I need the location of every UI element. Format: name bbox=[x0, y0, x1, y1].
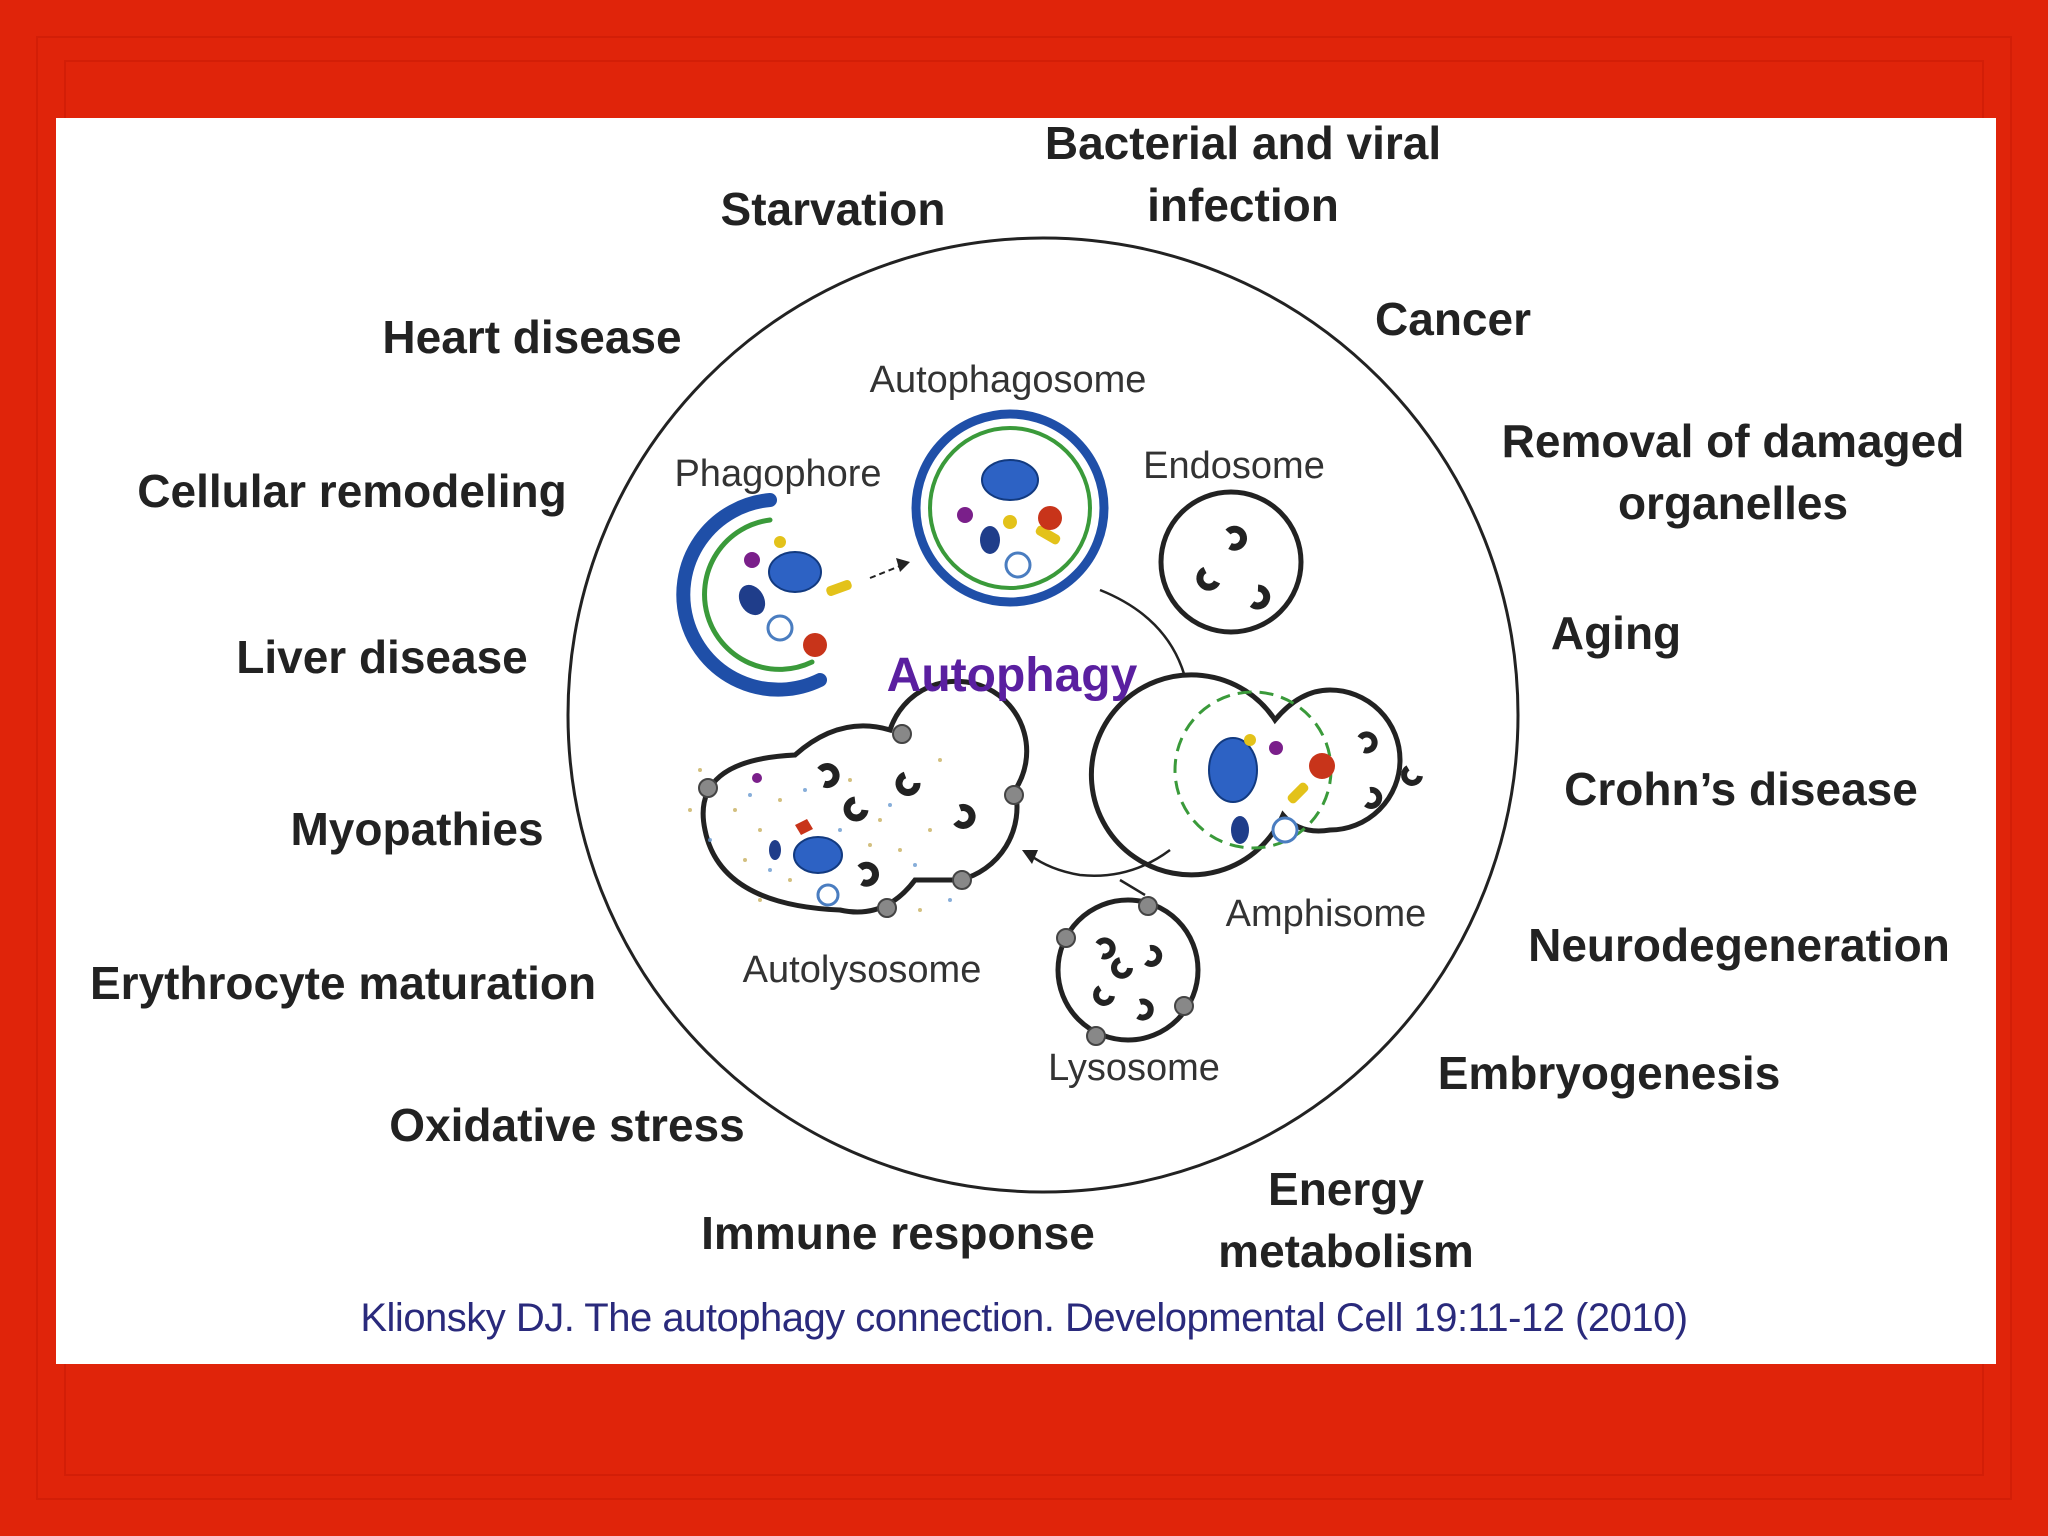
label-removal-organelles: Removal of damaged organelles bbox=[1501, 415, 1965, 529]
autophagy-circle bbox=[566, 236, 1520, 1194]
label-cellular-remodeling: Cellular remodeling bbox=[137, 465, 567, 517]
endosome-shape bbox=[1158, 489, 1304, 635]
amphisome-label: Amphisome bbox=[1225, 893, 1427, 935]
label-starvation: Starvation bbox=[720, 183, 946, 235]
endosome-label: Endosome bbox=[1143, 445, 1325, 487]
label-cancer: Cancer bbox=[1375, 293, 1531, 345]
amphisome-shape bbox=[1088, 672, 1423, 878]
autolysosome-shape bbox=[688, 678, 1030, 918]
autophagosome-label: Autophagosome bbox=[869, 359, 1147, 401]
citation: Klionsky DJ. The autophagy connection. D… bbox=[360, 1296, 1688, 1340]
autolysosome-label: Autolysosome bbox=[742, 949, 982, 991]
label-neurodegeneration: Neurodegeneration bbox=[1528, 919, 1950, 971]
phagophore-shape bbox=[676, 493, 852, 697]
label-crohns-disease: Crohn’s disease bbox=[1564, 763, 1918, 815]
phagophore-label: Phagophore bbox=[674, 453, 882, 495]
autophagy-title: Autophagy bbox=[886, 649, 1138, 702]
autophagosome-shape bbox=[911, 409, 1109, 607]
label-immune-response: Immune response bbox=[701, 1207, 1095, 1259]
label-heart-disease: Heart disease bbox=[382, 311, 682, 363]
frame-line-outer bbox=[36, 36, 2012, 1500]
label-energy-metabolism: Energy metabolism bbox=[1218, 1163, 1474, 1277]
label-liver-disease: Liver disease bbox=[236, 631, 528, 683]
lysosome-shape bbox=[1055, 896, 1201, 1046]
label-bacterial-infection: Bacterial and viral infection bbox=[1044, 117, 1442, 231]
label-erythrocyte-maturation: Erythrocyte maturation bbox=[89, 957, 597, 1009]
label-myopathies: Myopathies bbox=[290, 803, 544, 855]
label-aging: Aging bbox=[1550, 607, 1682, 659]
label-embryogenesis: Embryogenesis bbox=[1437, 1047, 1781, 1099]
lysosome-label: Lysosome bbox=[1048, 1047, 1220, 1089]
label-oxidative-stress: Oxidative stress bbox=[389, 1099, 745, 1151]
